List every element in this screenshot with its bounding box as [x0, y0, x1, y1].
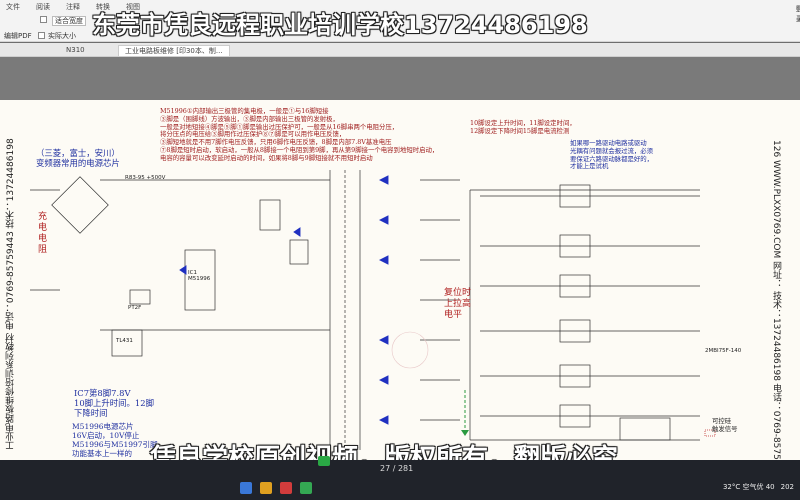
- zoom-select[interactable]: [52, 16, 86, 26]
- tool-row: [0, 13, 800, 29]
- menu-convert[interactable]: 转换: [96, 3, 110, 11]
- watermark-title: 东莞市凭良远程职业培训学校13724486198: [92, 11, 588, 39]
- left-margin-text: 工业电路板维修培训系列教材 电话：0769-85759443 技术：137244…: [6, 138, 16, 450]
- igbt-model: 2MBI75F-140: [705, 348, 742, 354]
- page-gap: [0, 57, 800, 100]
- actual-size-button[interactable]: 实际大小: [48, 32, 76, 40]
- right-margin-text: 126 WWW.PLXX0769.COM 网址： 技术：13724486198 …: [771, 140, 781, 483]
- ic1-label: IC1 M51996: [188, 270, 211, 282]
- tab-industrial-repair[interactable]: 工业电路板维修 [印30本、制...: [118, 45, 230, 56]
- system-tray: 32°C 空气优 40 202: [723, 482, 794, 492]
- m51996-pin-notes: M51996①内部输出三极管的集电极，一般是①与16脚短接 ③脚是（围脚线）方波…: [160, 107, 439, 162]
- edit-pdf-button[interactable]: 编辑PDF: [4, 32, 32, 40]
- tool-row-2: 编辑PDF 实际大小: [0, 29, 800, 41]
- weather-status[interactable]: 32°C 空气优 40: [722, 483, 775, 491]
- menu-bar: 文件 阅读 注释 转换 视图 购买 登录: [0, 0, 800, 23]
- ic7-note: IC7第8脚7.8V 10脚上升时间。12脚 下降时间: [74, 388, 154, 418]
- drive-circuit-notes: 如果哪一路驱动电路或驱动 光耦有问题就会报过流，必须 要保证六路驱动脉都是好的，…: [570, 139, 654, 171]
- menu-view[interactable]: 视图: [126, 3, 140, 11]
- tab-n310[interactable]: N310: [66, 46, 85, 54]
- checkbox-icon[interactable]: [38, 32, 45, 39]
- chip-title: （三菱，富士，安川） 变频器常用的电源芯片: [36, 148, 120, 168]
- menu-read[interactable]: 阅读: [36, 3, 50, 11]
- tl431-label: TL431: [116, 338, 133, 344]
- charge-resistor-label: 充 电 电 阻: [38, 212, 48, 255]
- app-icon[interactable]: [240, 482, 252, 494]
- diode-mark: [378, 175, 389, 185]
- document-tabs: N310 工业电路板维修 [印30本、制...: [0, 43, 800, 57]
- bridge-rectifier: [51, 176, 109, 234]
- scr-trigger-note: 可控硅 触发信号: [712, 417, 738, 433]
- document-page: 工业电路板维修培训系列教材 电话：0769-85759443 技术：137244…: [0, 100, 800, 483]
- timing-notes: 10脚设定上升时间，11脚设定时间， 12脚设定下降时间15脚是电流检测: [470, 119, 576, 135]
- reset-pullup-note: 复位时 上拉高 电平: [444, 288, 472, 320]
- browser-icon[interactable]: [300, 482, 312, 494]
- fit-checkbox[interactable]: [40, 16, 47, 23]
- sound-icon[interactable]: [318, 456, 330, 466]
- menu-annotate[interactable]: 注释: [66, 3, 80, 11]
- page-number[interactable]: 27 / 281: [380, 464, 414, 473]
- m51996-note: M51996电源芯片 16V启动，10V停止 M51996与M51997引脚 功…: [72, 422, 158, 458]
- checkbox-icon: [40, 16, 47, 23]
- taskbar-apps: [240, 482, 312, 494]
- taskbar: 27 / 281 32°C 空气优 40 202: [0, 460, 800, 500]
- pdf-icon[interactable]: [280, 482, 292, 494]
- ic1-chip: [184, 249, 216, 311]
- clock[interactable]: 202: [780, 483, 794, 491]
- top-toolbar: 文件 阅读 注释 转换 视图 购买 登录 编辑PDF 实际大小: [0, 0, 800, 42]
- buy-button[interactable]: 购买: [796, 5, 800, 23]
- menu-file[interactable]: 文件: [6, 3, 20, 11]
- schematic-drawing: [30, 170, 716, 450]
- r83-label: R83-95 +500V: [125, 175, 166, 181]
- login-button[interactable]: 登录: [796, 5, 800, 23]
- folder-icon[interactable]: [260, 482, 272, 494]
- optocoupler-label: PT2F: [128, 305, 142, 311]
